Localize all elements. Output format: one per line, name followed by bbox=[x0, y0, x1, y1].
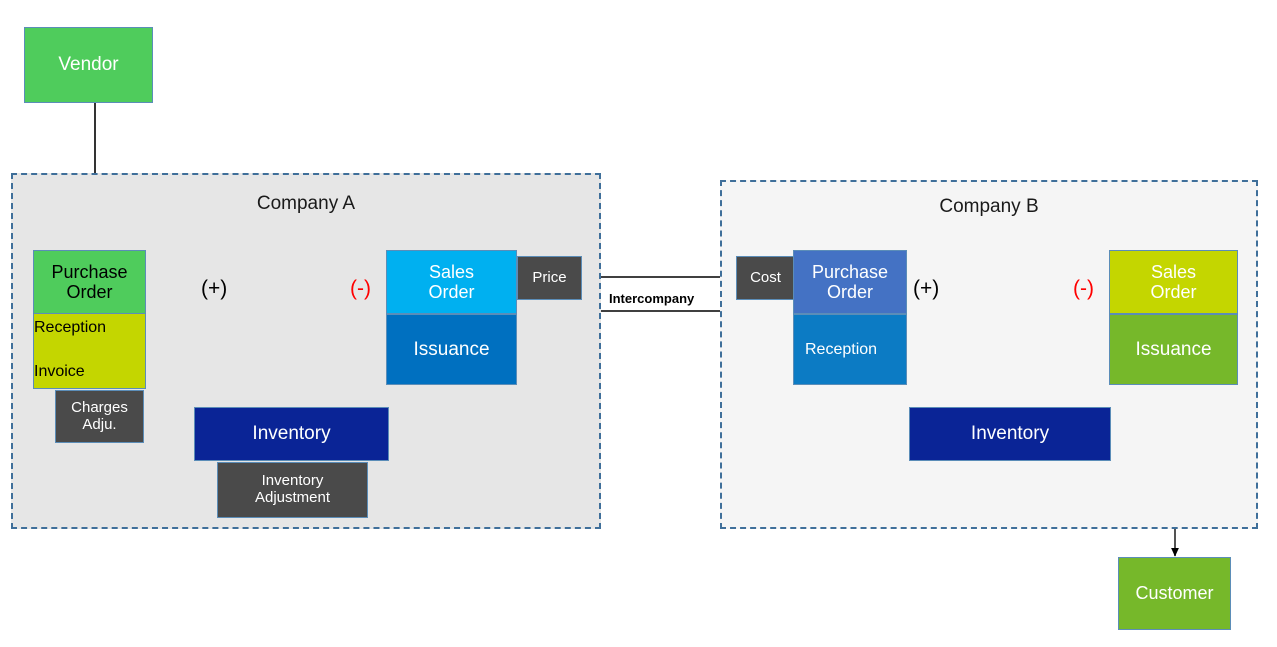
customer-label: Customer bbox=[1135, 583, 1214, 604]
company-b-plus-sign: (+) bbox=[913, 277, 940, 300]
issuance-a-label: Issuance bbox=[413, 338, 490, 360]
price-label: Price bbox=[532, 268, 567, 286]
sales-order-a-label-line2: Order bbox=[428, 282, 475, 302]
purchase-order-b-label-line1: Purchase bbox=[811, 261, 889, 282]
sales-order-b-label-line1: Sales bbox=[1150, 261, 1197, 282]
purchase-order-b-label-line2: Order bbox=[826, 282, 873, 302]
invoice-a-label: Invoice bbox=[34, 363, 85, 381]
inventory-a-label: Inventory bbox=[252, 423, 331, 445]
purchase-order-a-label-line2: Order bbox=[66, 282, 113, 302]
purchase-order-a-node[interactable]: Purchase Order bbox=[33, 250, 146, 314]
cost-label: Cost bbox=[750, 268, 781, 286]
issuance-b-label: Issuance bbox=[1135, 338, 1212, 360]
inventory-b-label: Inventory bbox=[970, 423, 1050, 445]
customer-node[interactable]: Customer bbox=[1118, 557, 1231, 630]
inventory-adjustment-a-label-line1: Inventory bbox=[261, 472, 324, 490]
charges-adjustment-label-line1: Charges bbox=[71, 398, 128, 416]
purchase-order-b-node[interactable]: Purchase Order bbox=[793, 250, 907, 314]
company-a-title: Company A bbox=[256, 193, 356, 214]
sales-order-a-node[interactable]: Sales Order bbox=[386, 250, 517, 314]
sales-order-b-node[interactable]: Sales Order bbox=[1109, 250, 1238, 314]
price-node[interactable]: Price bbox=[517, 256, 582, 300]
company-b-title: Company B bbox=[939, 196, 1039, 217]
company-a-plus-sign: (+) bbox=[201, 277, 228, 300]
reception-b-label: Reception bbox=[805, 340, 878, 358]
inventory-b-node[interactable]: Inventory bbox=[909, 407, 1111, 461]
company-a-minus-sign: (-) bbox=[350, 277, 371, 300]
reception-a-label: Reception bbox=[34, 319, 107, 336]
inventory-adjustment-a-label-line2: Adjustment bbox=[254, 489, 331, 506]
sales-order-a-label-line1: Sales bbox=[428, 261, 475, 282]
charges-adjustment-label-line2: Adju. bbox=[82, 415, 117, 433]
inventory-a-node[interactable]: Inventory bbox=[194, 407, 389, 461]
sales-order-b-label-line2: Order bbox=[1150, 282, 1197, 302]
issuance-b-node[interactable]: Issuance bbox=[1109, 314, 1238, 385]
vendor-label: Vendor bbox=[58, 54, 119, 76]
reception-a-node[interactable]: Reception Invoice bbox=[33, 313, 146, 389]
vendor-node[interactable]: Vendor bbox=[24, 27, 153, 103]
company-b-minus-sign: (-) bbox=[1073, 277, 1094, 300]
purchase-order-a-label-line1: Purchase bbox=[51, 261, 128, 282]
cost-node[interactable]: Cost bbox=[736, 256, 795, 300]
charges-adjustment-node[interactable]: Charges Adju. bbox=[55, 390, 144, 443]
issuance-a-node[interactable]: Issuance bbox=[386, 314, 517, 385]
reception-b-node[interactable]: Reception bbox=[793, 314, 907, 385]
inventory-adjustment-a-node[interactable]: Inventory Adjustment bbox=[217, 462, 368, 518]
intercompany-label: Intercompany bbox=[609, 291, 695, 306]
